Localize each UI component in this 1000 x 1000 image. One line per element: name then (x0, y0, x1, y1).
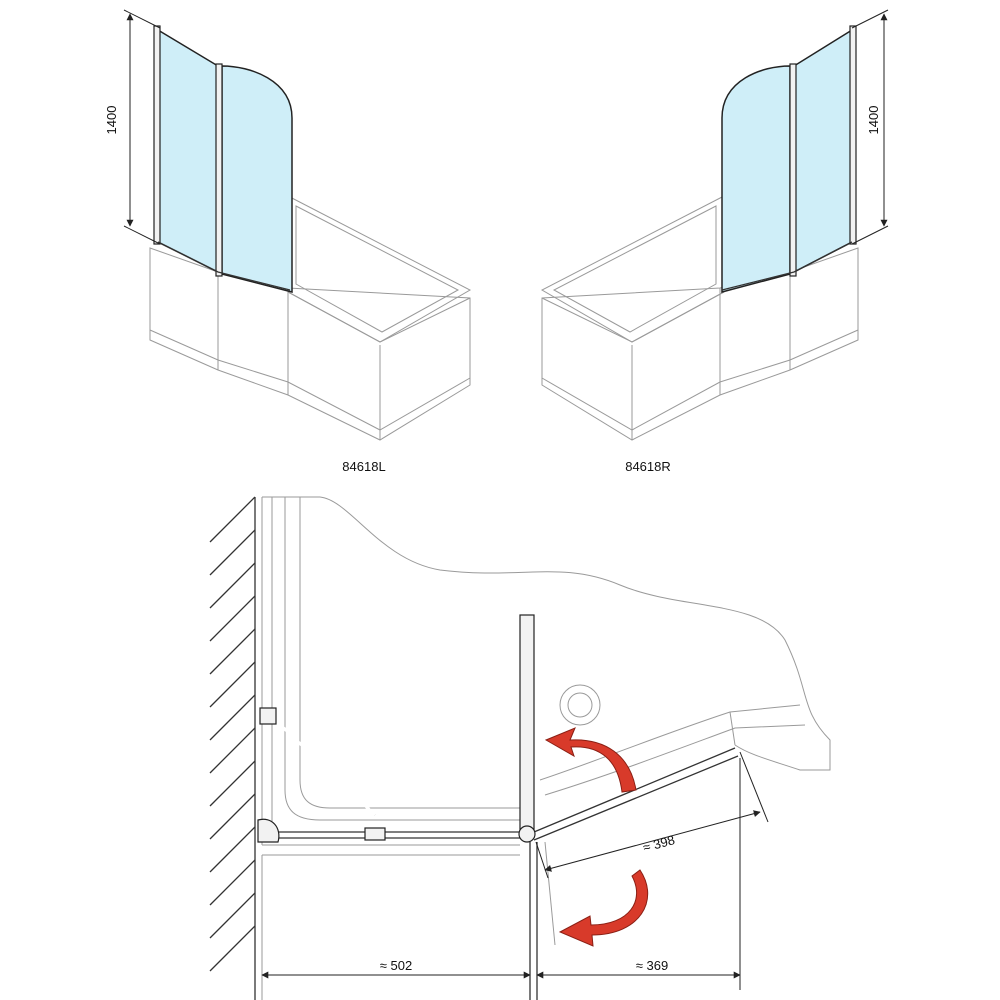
installation-detail: ≈ 398 ≈ 502 ≈ 369 (209, 496, 831, 1000)
swing-arrow-lower (558, 869, 649, 947)
bath-screen-left-view: 1400 84618L (104, 9, 472, 474)
bathtub-left (149, 195, 472, 441)
bath-top-view (261, 496, 831, 1000)
height-label-left: 1400 (104, 106, 119, 135)
height-dimension-left (123, 9, 161, 245)
model-label-right: 84618R (625, 459, 671, 474)
swing-width-dimension (535, 751, 769, 879)
height-dimension-right (851, 9, 889, 245)
screen-panels-left (153, 25, 293, 293)
door-width-label: ≈ 369 (636, 958, 668, 973)
swing-arrow-upper (544, 727, 637, 793)
fixed-width-label: ≈ 502 (380, 958, 412, 973)
drain-icon (559, 684, 601, 726)
screen-panels-right (721, 25, 857, 293)
height-label-right: 1400 (866, 106, 881, 135)
swing-width-label: ≈ 398 (641, 832, 676, 855)
wall-hatching (209, 496, 256, 1000)
bottom-dimensions (261, 758, 741, 990)
bath-screen-right-view: 1400 84618R (540, 9, 889, 474)
model-label-left: 84618L (342, 459, 385, 474)
